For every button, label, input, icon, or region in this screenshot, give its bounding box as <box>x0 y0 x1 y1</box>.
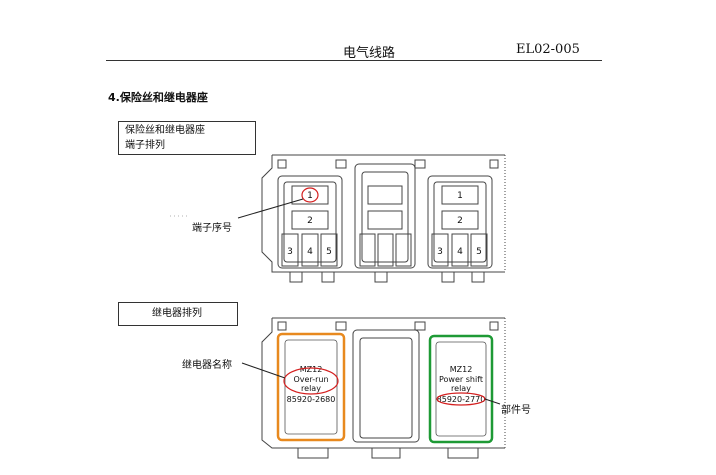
terminal-caption-box: 保险丝和继电器座 端子排列 <box>118 121 256 155</box>
relay-left-name1: Over-run <box>293 375 328 384</box>
right-terminal-5: 5 <box>476 247 482 257</box>
relay-left-model: MZ12 <box>300 365 323 374</box>
terminal-leader-line <box>237 198 304 219</box>
left-terminal-2: 2 <box>307 216 313 226</box>
relay-left: MZ12 Over-run relay 85920-2680 <box>276 332 346 442</box>
terminal-caption-line1: 保险丝和继电器座 <box>125 125 205 136</box>
relay-name-highlight <box>283 367 339 395</box>
left-terminal-4: 4 <box>307 247 313 257</box>
section-title: 4.保险丝和继电器座 <box>108 91 208 104</box>
part-number-leader-line <box>484 398 501 405</box>
relay-right: MZ12 Power shift relay 85920-2770 <box>428 334 494 444</box>
relay-left-name2: relay <box>301 384 321 393</box>
relay-name-label: 继电器名称 <box>182 360 232 371</box>
left-terminal-1: 1 <box>307 191 313 201</box>
relay-left-face <box>284 339 338 435</box>
left-terminal-3: 3 <box>287 247 293 257</box>
header-rule <box>106 60 602 61</box>
terminal-number-label: 端子序号 <box>192 223 232 234</box>
part-number-label: 部件号 <box>501 405 531 416</box>
right-terminal-1: 1 <box>457 191 463 201</box>
right-terminal-2: 2 <box>457 216 463 226</box>
left-terminal-5: 5 <box>326 247 332 257</box>
relay-right-name1: Power shift <box>439 375 483 384</box>
relay-right-part: 85920-2770 <box>437 395 486 404</box>
terminal-block <box>261 154 506 283</box>
relay-caption-box: 继电器排列 <box>118 302 238 326</box>
header-title: 电气线路 <box>343 46 396 61</box>
right-terminal-3: 3 <box>437 247 443 257</box>
relay-left-part: 85920-2680 <box>287 395 336 404</box>
header-code: EL02-005 <box>516 42 580 57</box>
relay-name-leader-line <box>241 362 286 379</box>
terminal-caption-line2: 端子排列 <box>125 140 165 151</box>
relay-right-face <box>435 341 487 437</box>
terminal-1-highlight <box>301 187 319 203</box>
right-terminal-4: 4 <box>457 247 463 257</box>
relay-block <box>261 317 506 459</box>
relay-right-name2: relay <box>451 384 471 393</box>
relay-right-model: MZ12 <box>450 365 473 374</box>
